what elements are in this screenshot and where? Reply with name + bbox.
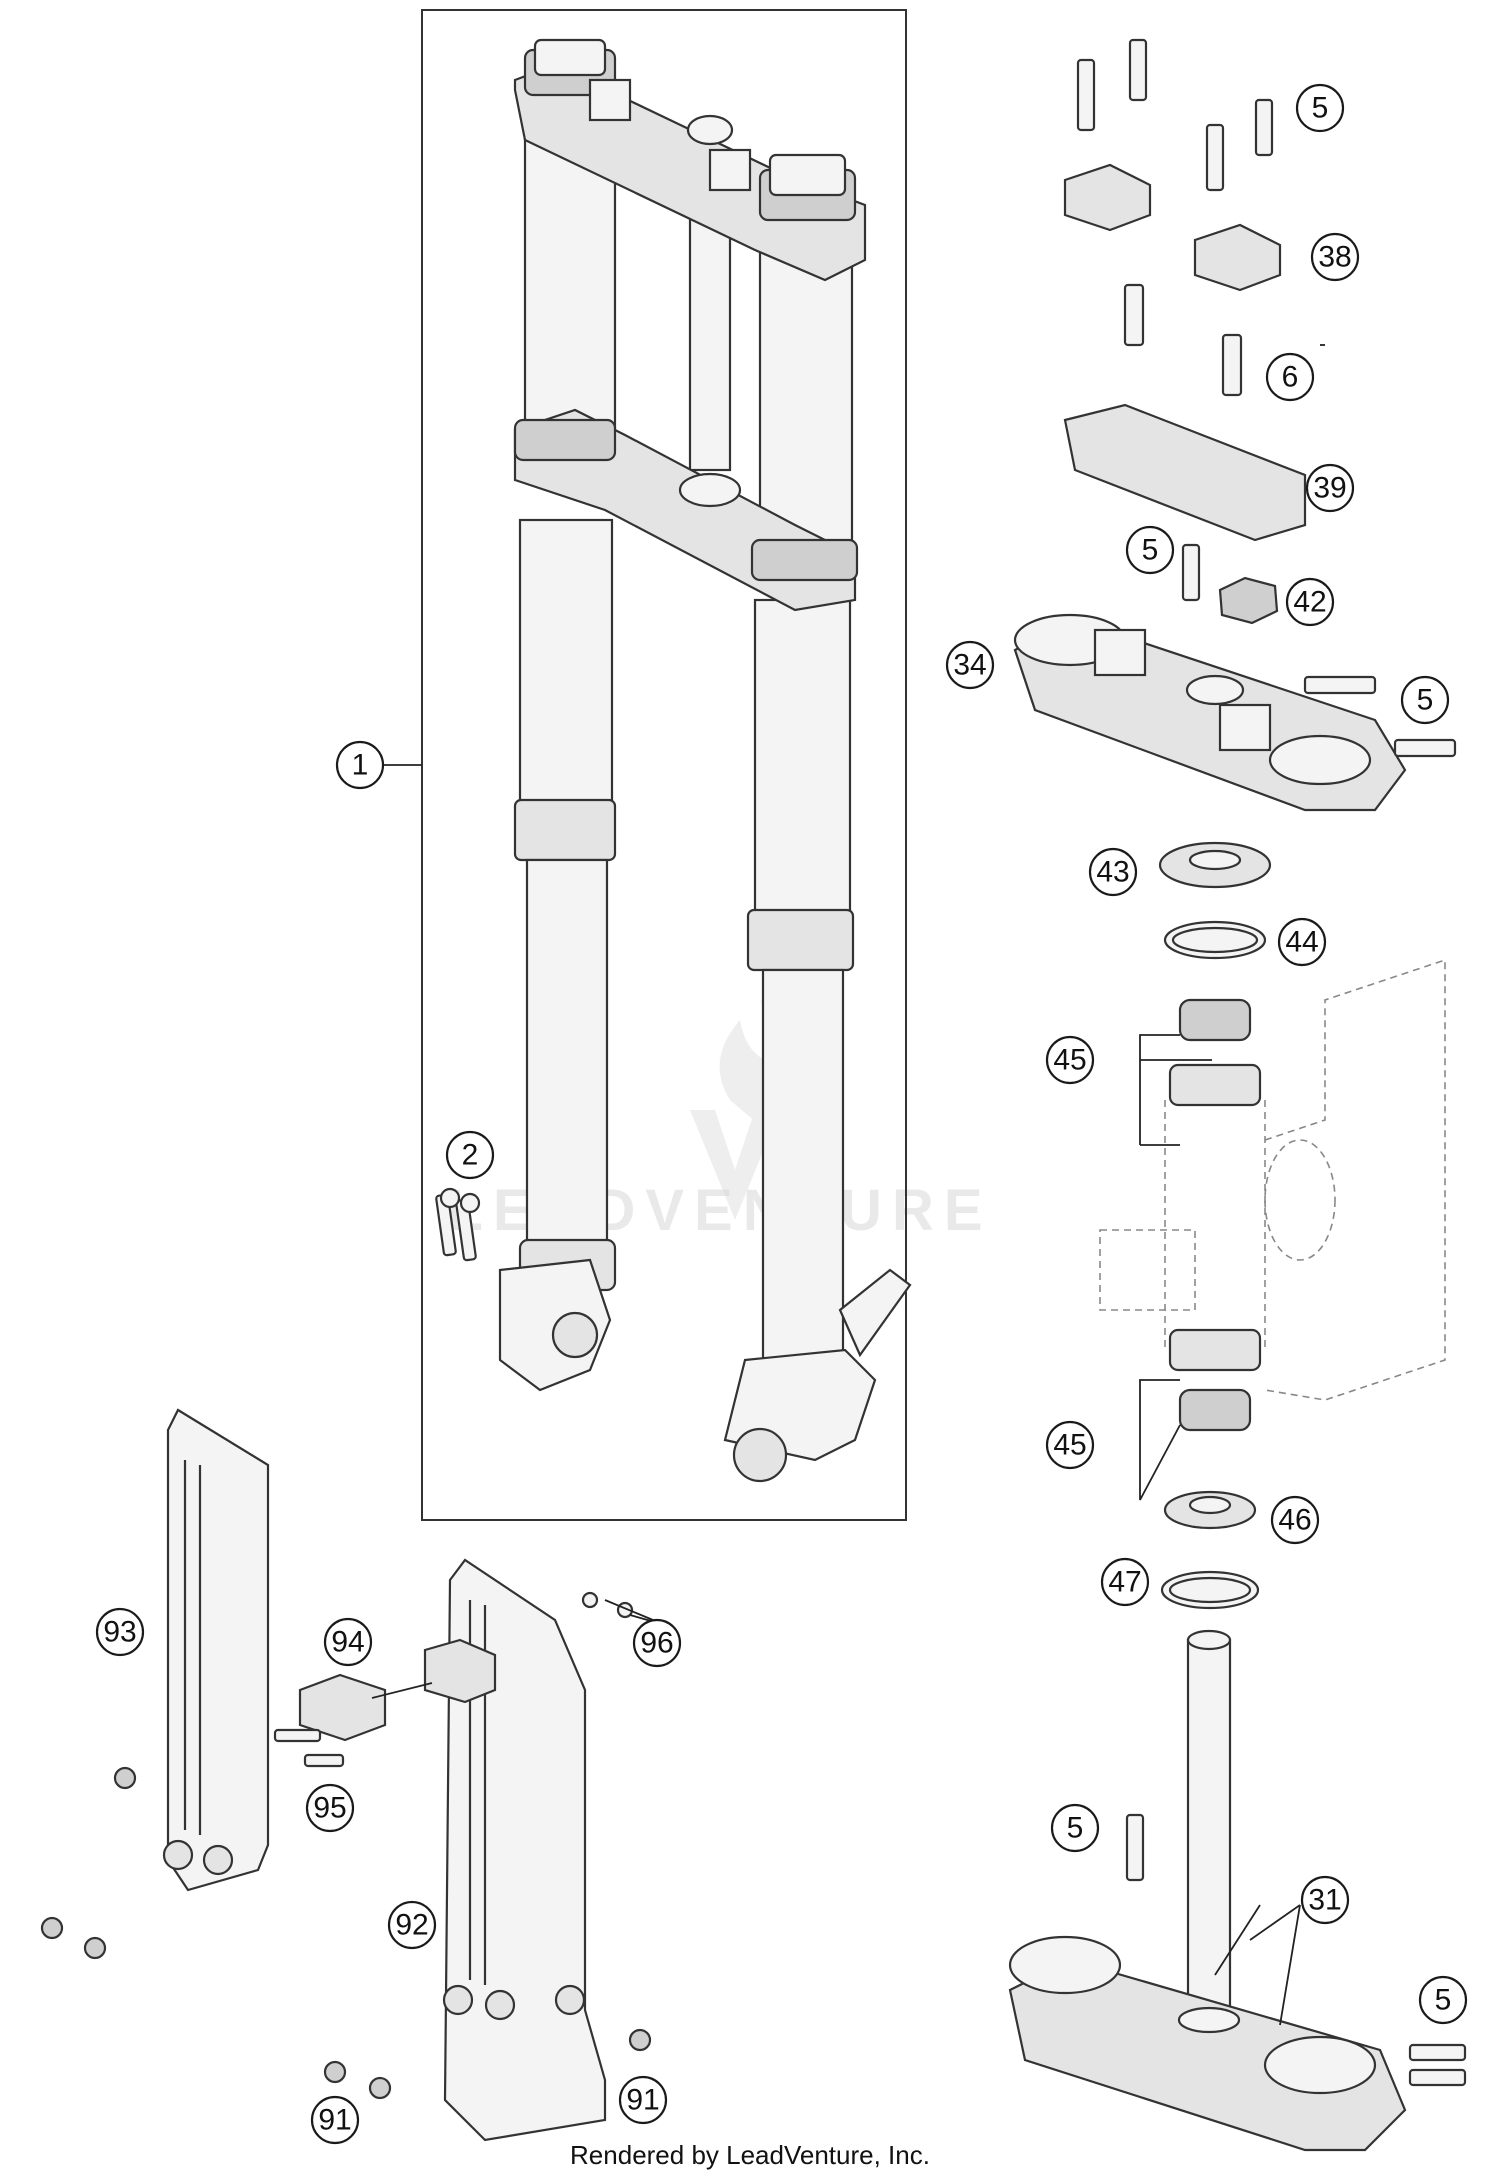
svg-text:5: 5 (1435, 1984, 1452, 2017)
svg-text:44: 44 (1285, 926, 1318, 959)
svg-text:43: 43 (1096, 856, 1129, 889)
callout-46: 46 (1270, 1495, 1320, 1545)
callout-96: 96 (632, 1618, 682, 1668)
callout-44: 44 (1277, 917, 1327, 967)
lower-triple-clamp-with-stem (1008, 1629, 1407, 2152)
leader-lines (371, 344, 1325, 2026)
lower-clamp-bolts (1125, 1813, 1467, 2087)
callout-93: 93 (95, 1607, 145, 1657)
svg-text:1: 1 (352, 749, 369, 782)
collar-bolt-and-nut (1181, 543, 1279, 625)
handlebar-clamp-top (1063, 163, 1282, 292)
callout-34: 34 (945, 640, 995, 690)
svg-text:5: 5 (1417, 684, 1434, 717)
callout-47: 47 (1100, 1557, 1150, 1607)
handlebar-clamp-bolts-lower (1123, 283, 1243, 397)
upper-triple-clamp (1013, 613, 1407, 812)
svg-text:46: 46 (1278, 1504, 1311, 1537)
svg-text:31: 31 (1308, 1884, 1341, 1917)
callout-43: 43 (1088, 847, 1138, 897)
handlebar-clamp-bottom (1063, 403, 1307, 542)
svg-text:95: 95 (313, 1792, 346, 1825)
front-fork-assembly (498, 38, 912, 1483)
steering-head-bearings (1168, 998, 1262, 1432)
svg-text:45: 45 (1053, 1429, 1086, 1462)
callout-95: 95 (305, 1783, 355, 1833)
callout-5: 5 (1050, 1803, 1100, 1853)
svg-text:92: 92 (395, 1909, 428, 1942)
svg-text:34: 34 (953, 649, 986, 682)
svg-text:42: 42 (1293, 586, 1326, 619)
rendered-by-footer: Rendered by LeadVenture, Inc. (570, 2140, 930, 2170)
svg-text:93: 93 (103, 1616, 136, 1649)
guard-screws-and-nuts (40, 1591, 652, 2100)
callout-91: 91 (310, 2095, 360, 2145)
callout-5: 5 (1418, 1975, 1468, 2025)
svg-text:5: 5 (1142, 534, 1159, 567)
callout-1: 1 (335, 740, 385, 790)
svg-text:91: 91 (626, 2084, 659, 2117)
callout-94: 94 (323, 1617, 373, 1667)
axle-clamp-bolts (435, 1187, 481, 1262)
bearing-cover-and-seal (1158, 841, 1272, 960)
callout-38: 38 (1310, 232, 1360, 282)
callout-45: 45 (1045, 1035, 1095, 1085)
svg-text:91: 91 (318, 2104, 351, 2137)
callout-91: 91 (618, 2075, 668, 2125)
callout-5: 5 (1125, 525, 1175, 575)
svg-text:39: 39 (1313, 472, 1346, 505)
brake-line-clamp (298, 1638, 497, 1742)
callout-6: 6 (1265, 352, 1315, 402)
callout-42: 42 (1285, 577, 1335, 627)
callout-31: 31 (1300, 1875, 1350, 1925)
callout-45: 45 (1045, 1420, 1095, 1470)
svg-text:6: 6 (1282, 361, 1299, 394)
svg-text:38: 38 (1318, 241, 1351, 274)
callout-39: 39 (1305, 463, 1355, 513)
svg-text:5: 5 (1312, 92, 1329, 125)
svg-text:96: 96 (640, 1627, 673, 1660)
triple-clamp-pinch-bolts (1303, 675, 1457, 758)
callout-5: 5 (1295, 83, 1345, 133)
frame-head-outline (1099, 958, 1446, 1401)
svg-text:94: 94 (331, 1626, 364, 1659)
callout-5: 5 (1400, 675, 1450, 725)
svg-text:2: 2 (462, 1139, 479, 1172)
lower-bearing-seal-and-ring (1160, 1490, 1260, 1610)
handlebar-clamp-bolts-top (1076, 38, 1274, 192)
svg-text:5: 5 (1067, 1812, 1084, 1845)
callout-2: 2 (445, 1130, 495, 1180)
svg-text:45: 45 (1053, 1044, 1086, 1077)
fork-guard-left (162, 1408, 270, 1892)
callout-92: 92 (387, 1900, 437, 1950)
svg-text:47: 47 (1108, 1566, 1141, 1599)
